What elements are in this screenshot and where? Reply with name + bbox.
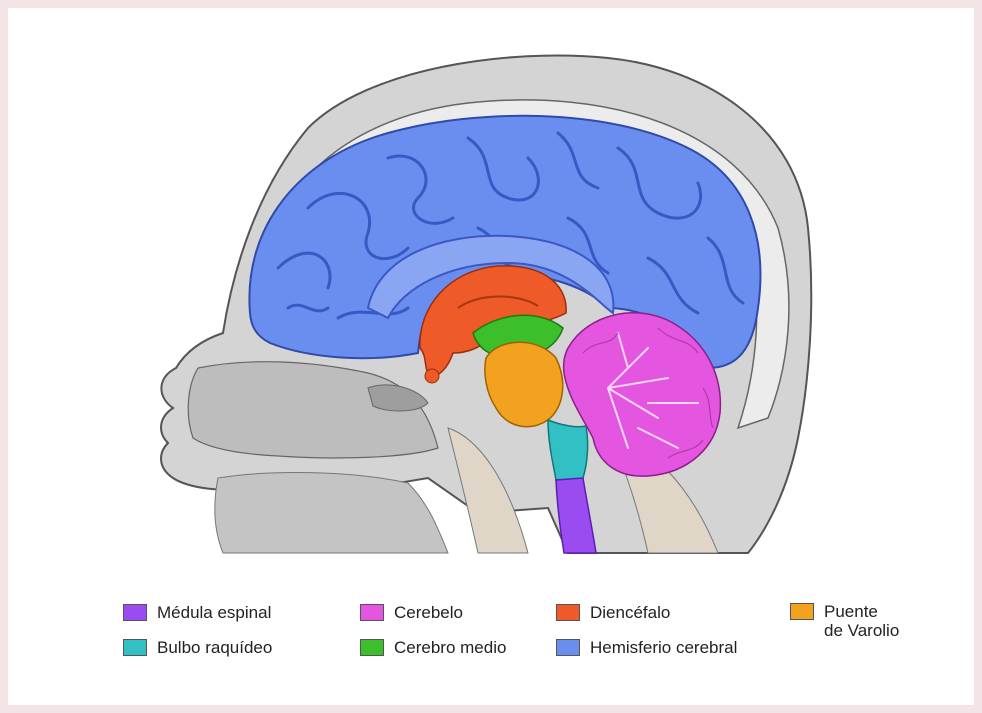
legend-swatch-medula-espinal	[123, 604, 147, 621]
legend-label-medula-espinal: Médula espinal	[157, 603, 271, 622]
legend-label-hemisferio-cerebral: Hemisferio cerebral	[590, 638, 737, 657]
medulla-oblongata	[548, 420, 588, 480]
legend-label-diencefalo: Diencéfalo	[590, 603, 670, 622]
legend-item-diencefalo: Diencéfalo	[556, 603, 670, 622]
pituitary-gland	[425, 369, 439, 383]
legend-item-cerebelo: Cerebelo	[360, 603, 463, 622]
legend-swatch-hemisferio-cerebral	[556, 639, 580, 656]
legend-label-cerebelo: Cerebelo	[394, 603, 463, 622]
legend-label-cerebro-medio: Cerebro medio	[394, 638, 506, 657]
legend-item-medula-espinal: Médula espinal	[123, 603, 271, 622]
legend-item-bulbo-raquideo: Bulbo raquídeo	[123, 638, 272, 657]
legend-swatch-puente-de-varolio	[790, 603, 814, 620]
legend-swatch-diencefalo	[556, 604, 580, 621]
oral-cavity	[215, 473, 448, 553]
legend-swatch-cerebelo	[360, 604, 384, 621]
legend-label-puente-de-varolio: Puente de Varolio	[824, 602, 899, 640]
legend-swatch-bulbo-raquideo	[123, 639, 147, 656]
legend-item-cerebro-medio: Cerebro medio	[360, 638, 506, 657]
legend-label-bulbo-raquideo: Bulbo raquídeo	[157, 638, 272, 657]
brain-sagittal-illustration	[8, 8, 974, 568]
legend-item-puente-de-varolio: Puente de Varolio	[790, 602, 899, 640]
legend-item-hemisferio-cerebral: Hemisferio cerebral	[556, 638, 737, 657]
diagram-frame: Médula espinal Bulbo raquídeo Cerebelo C…	[8, 8, 974, 705]
legend-swatch-cerebro-medio	[360, 639, 384, 656]
